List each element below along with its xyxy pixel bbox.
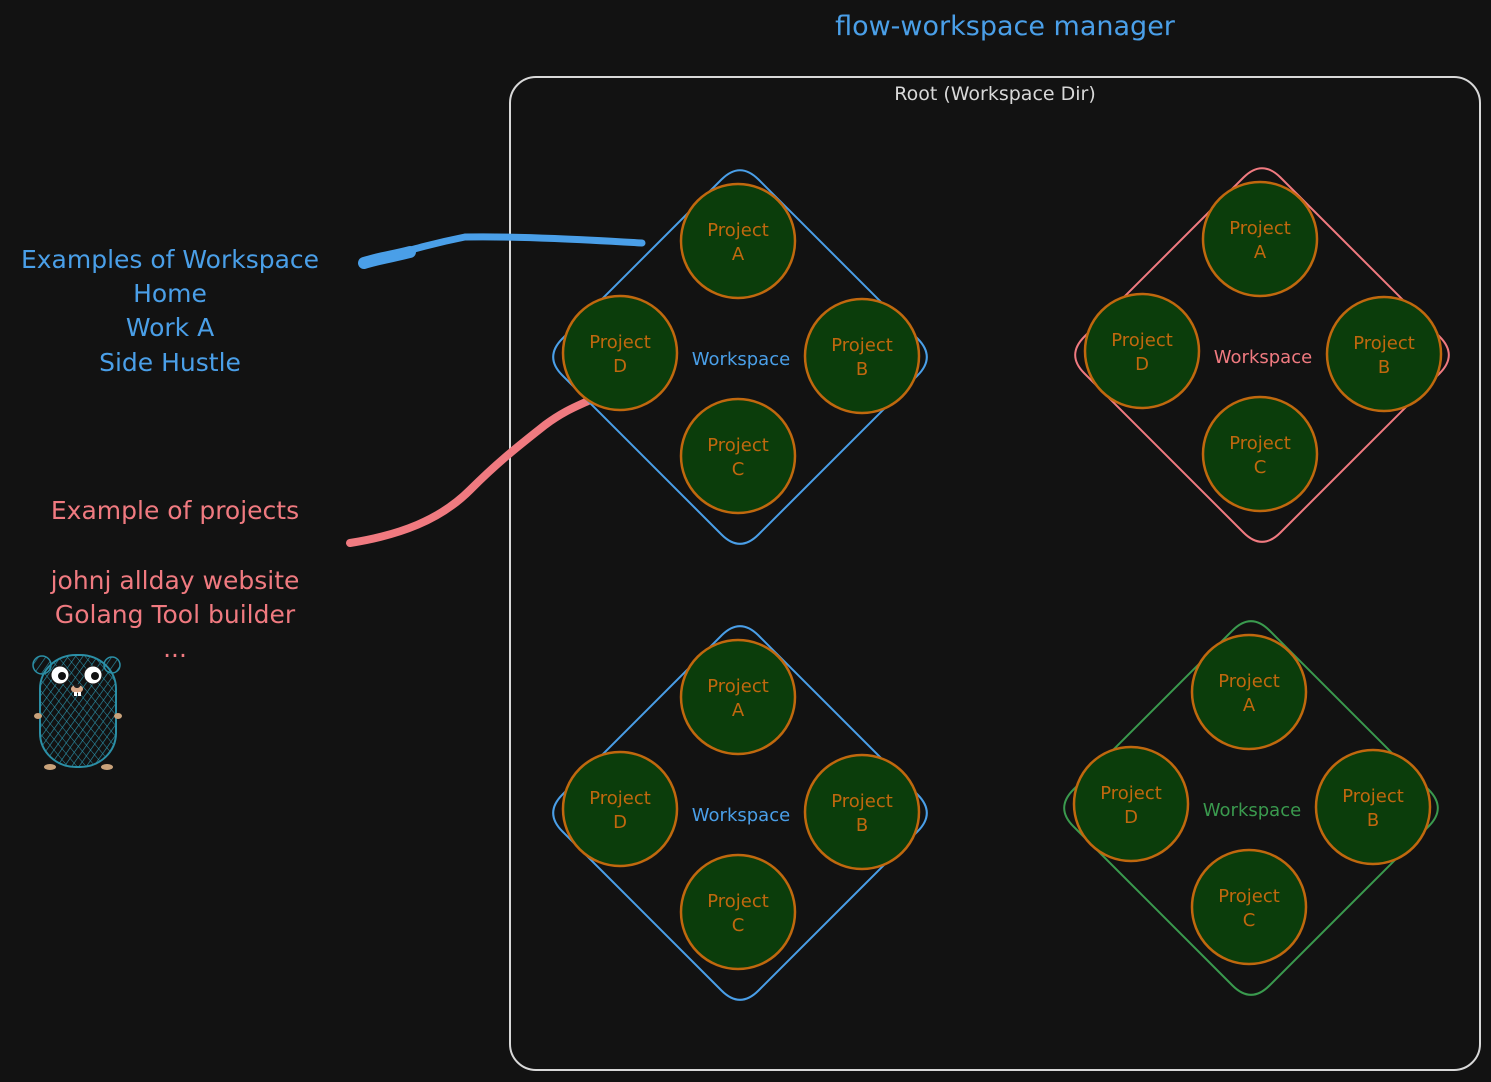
project-letter: B [1378,357,1390,378]
project-letter: B [1367,810,1379,831]
project-word: Project [707,435,769,456]
project-note-item: Golang Tool builder [55,600,296,629]
project-letter: A [1243,695,1256,716]
project-circle [1190,633,1308,751]
workspace-group: WorkspaceProjectAProjectBProjectCProject… [1074,167,1450,543]
project-letter: C [1254,457,1267,478]
project-circle [803,297,921,415]
project-circle [679,182,797,300]
project-circle [561,750,679,868]
project-letter: D [1124,807,1138,828]
project-circle [1190,848,1308,966]
project-circle [1201,395,1319,513]
project-letter: C [732,915,745,936]
project-circle [679,638,797,756]
workspace-label: Workspace [692,349,790,370]
project-connector-stroke [346,396,594,547]
project-letter: C [732,459,745,480]
workspace-label: Workspace [1214,347,1312,368]
project-letter: D [613,356,627,377]
workspace-diamond [552,169,928,545]
project-word: Project [707,220,769,241]
project-circle [679,853,797,971]
project-note-item: johnj allday website [50,566,300,595]
workspace-group: WorkspaceProjectAProjectBProjectCProject… [1063,620,1439,996]
project-letter: D [613,812,627,833]
workspace-note-item: Work A [126,313,214,342]
project-word: Project [1229,433,1291,454]
workspaces-layer: WorkspaceProjectAProjectBProjectCProject… [552,167,1450,1001]
project-word: Project [1111,330,1173,351]
workspace-diamond [1063,620,1439,996]
project-circle [561,294,679,412]
project-word: Project [589,332,651,353]
project-note-heading: Example of projects [51,496,299,525]
project-word: Project [1218,886,1280,907]
project-circle [803,753,921,871]
project-letter: A [732,244,745,265]
project-circle [1201,180,1319,298]
workspace-connector-stroke-tail [358,246,416,269]
project-circle [1083,292,1201,410]
project-letter: A [1254,242,1267,263]
workspace-group: WorkspaceProjectAProjectBProjectCProject… [552,169,928,545]
project-word: Project [707,891,769,912]
project-note: Example of projects johnj allday website… [50,496,300,663]
workspace-label: Workspace [692,805,790,826]
workspace-note-item: Side Hustle [99,348,241,377]
project-letter: D [1135,354,1149,375]
project-letter: C [1243,910,1256,931]
project-word: Project [831,335,893,356]
workspace-note: Examples of Workspace Home Work A Side H… [21,245,319,377]
project-circle [1314,748,1432,866]
project-circle [1072,745,1190,863]
project-word: Project [1100,783,1162,804]
project-word: Project [1342,786,1404,807]
project-word: Project [589,788,651,809]
project-circle [1325,295,1443,413]
workspace-note-heading: Examples of Workspace [21,245,319,274]
diagram-title: flow-workspace manager [835,11,1176,42]
project-word: Project [1353,333,1415,354]
project-word: Project [1218,671,1280,692]
workspace-label: Workspace [1203,800,1301,821]
workspace-diamond [552,625,928,1001]
project-word: Project [707,676,769,697]
root-container [509,76,1481,1071]
project-letter: B [856,359,868,380]
project-word: Project [1229,218,1291,239]
workspace-note-item: Home [133,279,207,308]
root-label: Root (Workspace Dir) [894,83,1096,105]
gopher-mascot-icon [32,654,122,770]
project-letter: B [856,815,868,836]
project-letter: A [732,700,745,721]
workspace-group: WorkspaceProjectAProjectBProjectCProject… [552,625,928,1001]
project-note-item: ... [163,634,187,663]
project-circle [679,397,797,515]
project-word: Project [831,791,893,812]
workspace-diamond [1074,167,1450,543]
